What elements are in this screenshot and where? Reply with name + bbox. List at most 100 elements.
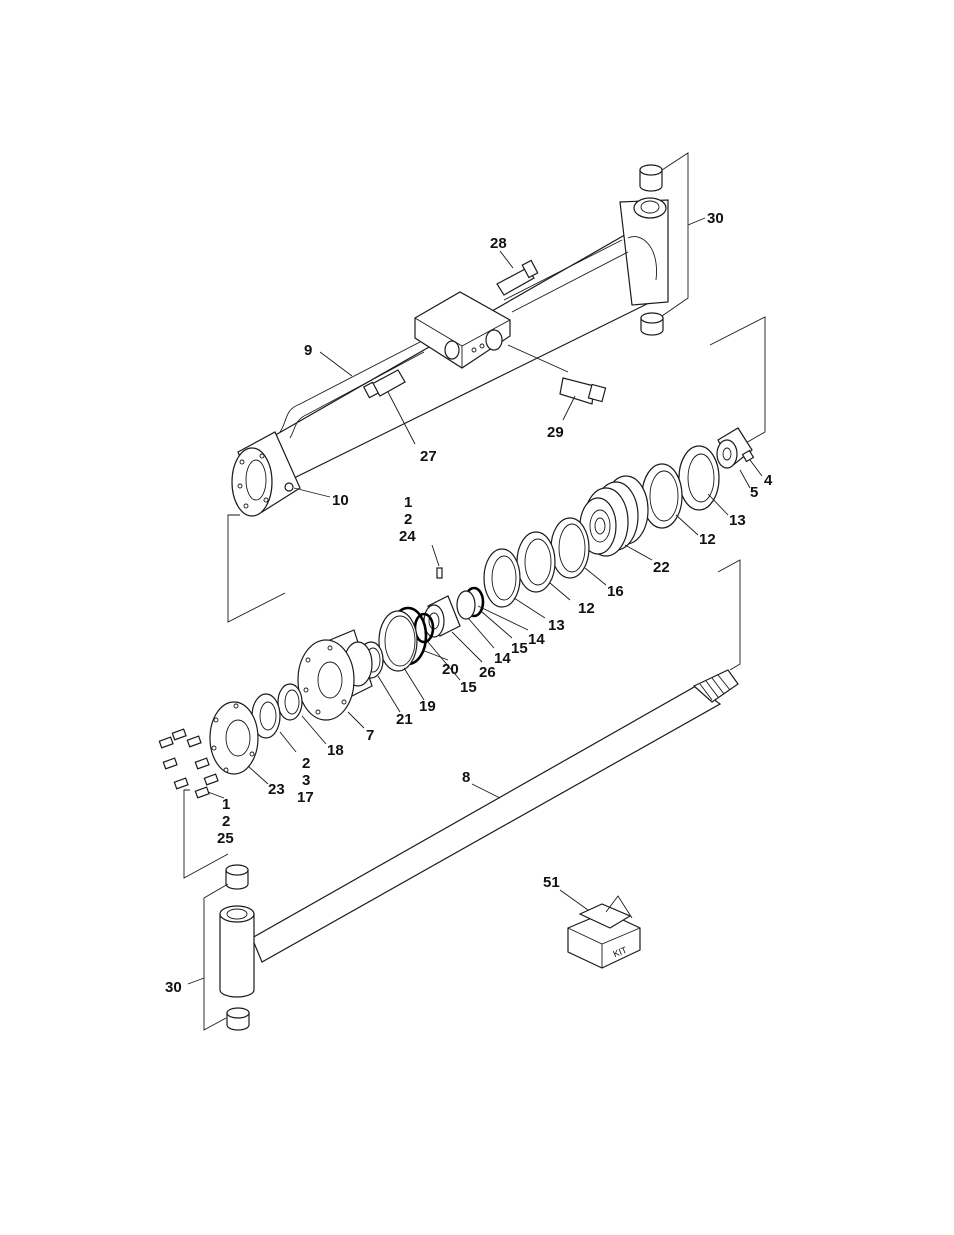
callout-20: 20 (442, 661, 459, 678)
bracket-line-lower-left (183, 789, 229, 879)
callout-23: 23 (268, 781, 285, 798)
leader-12a (675, 514, 699, 536)
bracket-line-rod (717, 559, 741, 671)
callout-13-lower: 13 (548, 617, 565, 634)
lower-bushing-top (225, 864, 249, 890)
callout-16: 16 (607, 583, 624, 600)
leader-valve (507, 344, 569, 373)
callout-29: 29 (547, 424, 564, 441)
wear-ring-13b (483, 548, 521, 608)
wiper-18 (277, 683, 303, 721)
valve-block (414, 291, 511, 369)
svg-text:2: 2 (302, 755, 310, 772)
callout-7: 7 (366, 727, 374, 744)
leader-8 (471, 783, 501, 799)
callout-stack-2-3-17: 2 3 17 (297, 755, 314, 806)
svg-text:2: 2 (222, 813, 230, 830)
leader-16 (584, 567, 607, 586)
callout-10: 10 (332, 492, 349, 509)
backup-ring-12a (641, 463, 683, 529)
callout-15-left: 15 (460, 679, 477, 696)
backup-ring-12b (516, 531, 556, 593)
callout-9: 9 (304, 342, 312, 359)
callout-14-left: 14 (494, 650, 511, 667)
leader-13b (513, 597, 546, 619)
svg-text:24: 24 (399, 528, 416, 545)
seal-kit-box (567, 895, 641, 969)
piston-rod-8 (251, 669, 739, 963)
leader-14b (467, 617, 495, 649)
bolts-25 (158, 728, 219, 799)
backup-ring-19 (378, 610, 418, 672)
wear-ring-13a (678, 445, 720, 511)
svg-text:25: 25 (217, 830, 234, 847)
upper-bushing-bottom (640, 312, 664, 336)
bracket-line-upper-30 (661, 152, 689, 317)
callout-18: 18 (327, 742, 344, 759)
leader-21 (377, 675, 401, 713)
callout-27: 27 (420, 448, 437, 465)
leader-18 (301, 715, 327, 745)
callout-19: 19 (419, 698, 436, 715)
rod-eye-tube (219, 905, 255, 998)
fitting-28 (496, 259, 539, 296)
leader-22 (624, 544, 653, 561)
leader-23 (247, 765, 269, 785)
callout-15-right: 15 (511, 640, 528, 657)
callout-26: 26 (479, 664, 496, 681)
fitting-27 (362, 369, 406, 399)
callout-30-upper: 30 (707, 210, 724, 227)
leader-26 (451, 631, 483, 663)
leader-1-2-25 (207, 791, 225, 799)
callout-51: 51 (543, 874, 560, 891)
svg-text:2: 2 (404, 511, 412, 528)
leader-24 (431, 544, 440, 567)
callout-22: 22 (653, 559, 670, 576)
leader-15b (427, 641, 461, 681)
leader-7 (347, 711, 365, 729)
spacer-26 (423, 595, 461, 638)
svg-text:3: 3 (302, 772, 310, 789)
bracket-line-head (227, 514, 286, 623)
leader-15a (481, 611, 513, 639)
leader-9 (319, 351, 353, 377)
backup-ring-14a (456, 590, 476, 620)
callout-4: 4 (764, 472, 773, 489)
callout-12-lower: 12 (578, 600, 595, 617)
leader-14a (477, 605, 529, 631)
seal-16 (550, 517, 590, 579)
callout-28: 28 (490, 235, 507, 252)
gland-7 (297, 629, 373, 721)
callout-21: 21 (396, 711, 413, 728)
callout-8: 8 (462, 769, 470, 786)
setscrew-24 (436, 567, 443, 579)
fitting-29 (559, 377, 607, 405)
leader-12b (549, 582, 571, 601)
callout-30-lower: 30 (165, 979, 182, 996)
bracket-line-lower-30 (203, 883, 229, 1031)
leader-2-3-17 (279, 731, 297, 753)
leader-29 (562, 395, 576, 421)
leader-51 (559, 889, 589, 911)
head-end-cap-10 (231, 431, 301, 517)
leader-20 (421, 649, 449, 661)
tube-pipe-9 (279, 341, 425, 439)
callout-14-right: 14 (528, 631, 545, 648)
upper-bushing-top (639, 164, 663, 192)
leader-27 (387, 391, 416, 445)
callout-stack-1-2-25: 1 2 25 (217, 796, 234, 847)
leader-10 (293, 487, 331, 498)
leader-13a (707, 493, 729, 516)
leader-30-upper (687, 217, 706, 226)
callout-13-upper: 13 (729, 512, 746, 529)
setscrew-4 (741, 449, 755, 463)
retainer-plate-23 (209, 701, 259, 775)
lower-bushing-bottom (226, 1007, 250, 1031)
svg-text:1: 1 (222, 796, 230, 813)
leader-19 (403, 667, 425, 701)
leader-30-lower (187, 977, 205, 985)
bracket-line-right (709, 316, 766, 445)
leader-4 (749, 459, 763, 477)
callout-5: 5 (750, 484, 758, 501)
